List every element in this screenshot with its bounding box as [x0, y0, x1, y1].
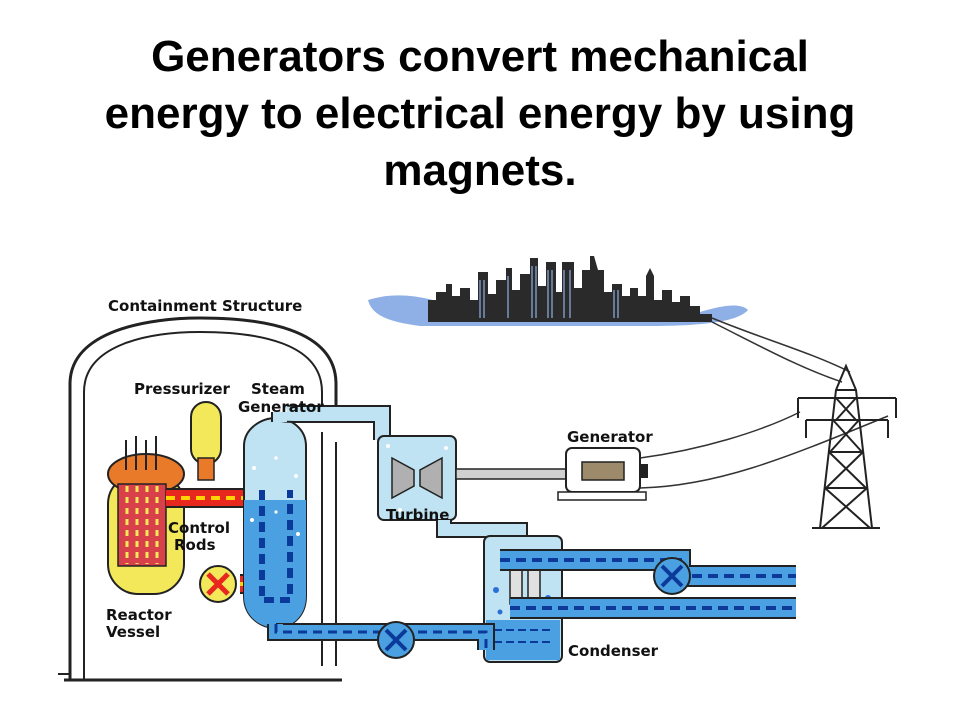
feedwater-pump — [377, 621, 415, 659]
control-rods-pins — [125, 436, 157, 470]
shaft — [455, 468, 569, 480]
turbine-steam-swirls — [386, 444, 448, 512]
skyline-windows — [479, 266, 619, 318]
reactor-core — [117, 483, 167, 567]
title-line-1: Generators convert mechanical — [151, 32, 809, 81]
label-reactor-vessel-1: Reactor — [106, 606, 172, 624]
pressurizer — [190, 401, 222, 481]
label-containment-structure: Containment Structure — [108, 297, 302, 315]
reactor-coolant-pump — [199, 565, 237, 603]
title-line-3: magnets. — [383, 146, 577, 195]
label-steam-generator-1: Steam — [251, 380, 305, 398]
transmission-tower — [797, 363, 897, 529]
cooling-water-pump — [653, 557, 691, 595]
steam-generator-bubbles — [250, 456, 300, 536]
label-control-rods-1: Control — [168, 519, 230, 537]
title-line-2: energy to electrical energy by using — [104, 89, 856, 138]
generator — [557, 447, 648, 501]
city-skyline — [368, 256, 748, 326]
label-reactor-vessel-2: Vessel — [106, 623, 160, 641]
label-generator: Generator — [567, 428, 653, 446]
slide-title: Generators convert mechanical energy to … — [0, 28, 960, 199]
diagram-labels: Containment Structure Pressurizer Steam … — [106, 297, 659, 660]
condenser-surface-lines — [494, 629, 552, 643]
reactor-vessel — [107, 436, 185, 595]
label-pressurizer: Pressurizer — [134, 380, 231, 398]
label-condenser: Condenser — [568, 642, 659, 660]
steam-line — [271, 404, 391, 440]
power-lines — [639, 317, 889, 489]
steam-generator — [243, 416, 307, 630]
label-steam-generator-2: Generator — [238, 398, 324, 416]
label-turbine: Turbine — [386, 506, 449, 524]
label-control-rods-2: Rods — [174, 536, 216, 554]
